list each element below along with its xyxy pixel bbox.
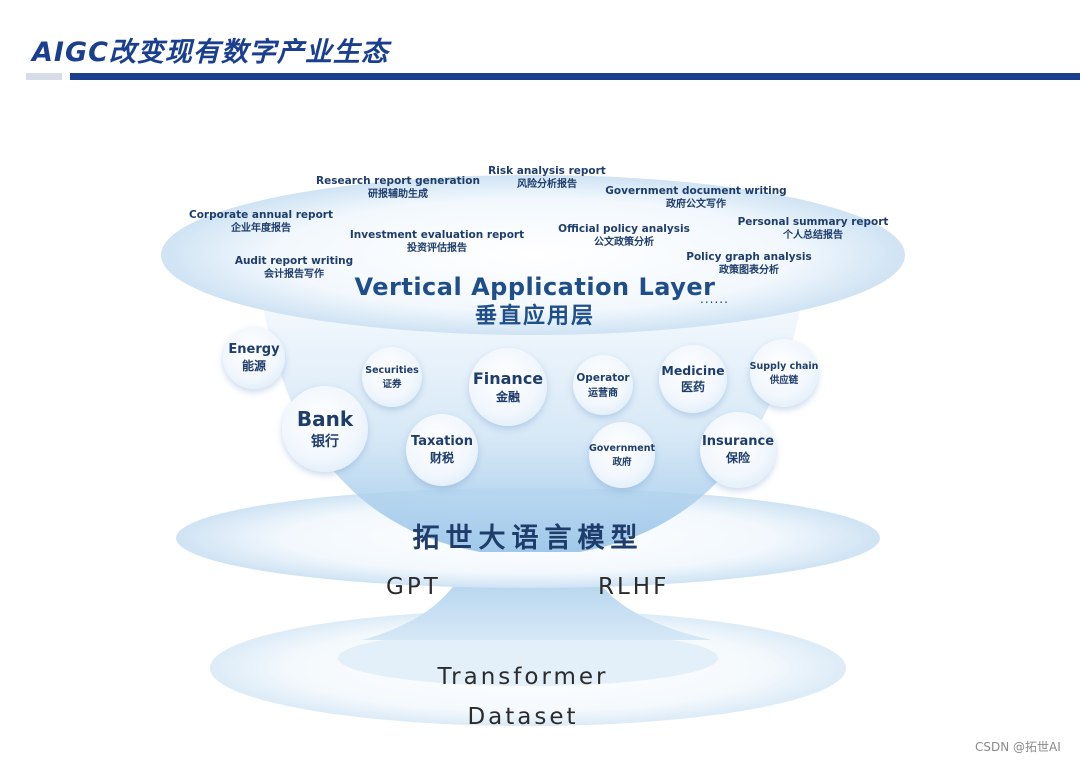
app-item-label-zh: 研报辅助生成 [316, 188, 480, 201]
industry-bubble-finance: Finance 金融 [469, 348, 547, 426]
app-item-label-zh: 政府公文写作 [605, 198, 786, 211]
industry-label-en: Securities [365, 365, 419, 376]
app-item-audit-report: Audit report writing 会计报告写作 [235, 254, 353, 281]
industry-label-en: Government [589, 443, 655, 454]
industry-label-zh: 财税 [430, 449, 454, 466]
industry-bubble-operator: Operator 运营商 [573, 355, 633, 415]
app-item-label-en: Official policy analysis [558, 222, 690, 236]
foundation-dataset-label: Dataset [467, 704, 578, 730]
industry-bubble-government: Government 政府 [589, 422, 655, 488]
application-layer-title-zh: 垂直应用层 [354, 302, 715, 332]
app-item-label-zh: 公文政策分析 [558, 236, 690, 249]
app-item-research-report: Research report generation 研报辅助生成 [316, 174, 480, 201]
technique-gpt-label: GPT [386, 574, 441, 600]
app-item-label-en: Government document writing [605, 184, 786, 198]
app-item-label-zh: 投资评估报告 [350, 242, 524, 255]
industry-bubble-insurance: Insurance 保险 [700, 412, 776, 488]
app-item-corporate-annual: Corporate annual report 企业年度报告 [189, 208, 333, 235]
app-item-investment-evaluation: Investment evaluation report 投资评估报告 [350, 228, 524, 255]
industry-bubble-bank: Bank 银行 [282, 386, 368, 472]
industry-bubble-medicine: Medicine 医药 [659, 345, 727, 413]
app-item-label-en: Policy graph analysis [686, 250, 811, 264]
industry-label-en: Operator [576, 372, 629, 384]
app-item-label-en: Corporate annual report [189, 208, 333, 222]
industry-bubble-energy: Energy 能源 [223, 327, 285, 389]
app-item-label-zh: 个人总结报告 [738, 229, 889, 242]
industry-label-en: Bank [297, 407, 353, 431]
industry-label-zh: 能源 [242, 357, 266, 374]
industry-label-zh: 供应链 [770, 372, 799, 386]
app-item-personal-summary: Personal summary report 个人总结报告 [738, 215, 889, 242]
application-layer-title: Vertical Application Layer 垂直应用层 [354, 272, 715, 332]
industry-label-zh: 保险 [726, 449, 750, 466]
app-item-official-policy: Official policy analysis 公文政策分析 [558, 222, 690, 249]
industry-bubble-taxation: Taxation 财税 [406, 414, 478, 486]
industry-label-en: Energy [228, 342, 279, 357]
more-items-ellipsis: ...... [700, 292, 729, 306]
industry-bubble-securities: Securities 证券 [362, 347, 422, 407]
industry-label-en: Medicine [661, 363, 724, 378]
source-watermark: CSDN @拓世AI [975, 738, 1061, 755]
industry-label-zh: 运营商 [588, 384, 618, 399]
industry-label-zh: 银行 [311, 431, 339, 451]
foundation-transformer-label: Transformer [437, 664, 608, 690]
app-item-label-en: Audit report writing [235, 254, 353, 268]
app-item-label-zh: 风险分析报告 [488, 178, 606, 191]
app-item-government-document: Government document writing 政府公文写作 [605, 184, 786, 211]
app-item-label-en: Risk analysis report [488, 164, 606, 178]
app-item-label-en: Investment evaluation report [350, 228, 524, 242]
technique-rlhf-label: RLHF [598, 574, 669, 600]
application-layer-title-en: Vertical Application Layer [354, 272, 715, 302]
industry-label-en: Insurance [702, 434, 774, 449]
industry-label-en: Taxation [411, 434, 473, 449]
industry-label-zh: 政府 [612, 454, 631, 468]
app-item-label-zh: 企业年度报告 [189, 222, 333, 235]
industry-label-en: Finance [473, 369, 543, 388]
industry-label-zh: 证券 [382, 376, 401, 390]
industry-label-en: Supply chain [750, 361, 819, 372]
industry-label-zh: 医药 [681, 378, 705, 395]
industry-bubble-supply-chain: Supply chain 供应链 [750, 339, 818, 407]
industry-label-zh: 金融 [496, 388, 520, 405]
model-name: 拓世大语言模型 [413, 516, 644, 555]
app-item-risk-analysis: Risk analysis report 风险分析报告 [488, 164, 606, 191]
app-item-label-en: Research report generation [316, 174, 480, 188]
app-item-label-en: Personal summary report [738, 215, 889, 229]
app-item-label-zh: 会计报告写作 [235, 268, 353, 281]
